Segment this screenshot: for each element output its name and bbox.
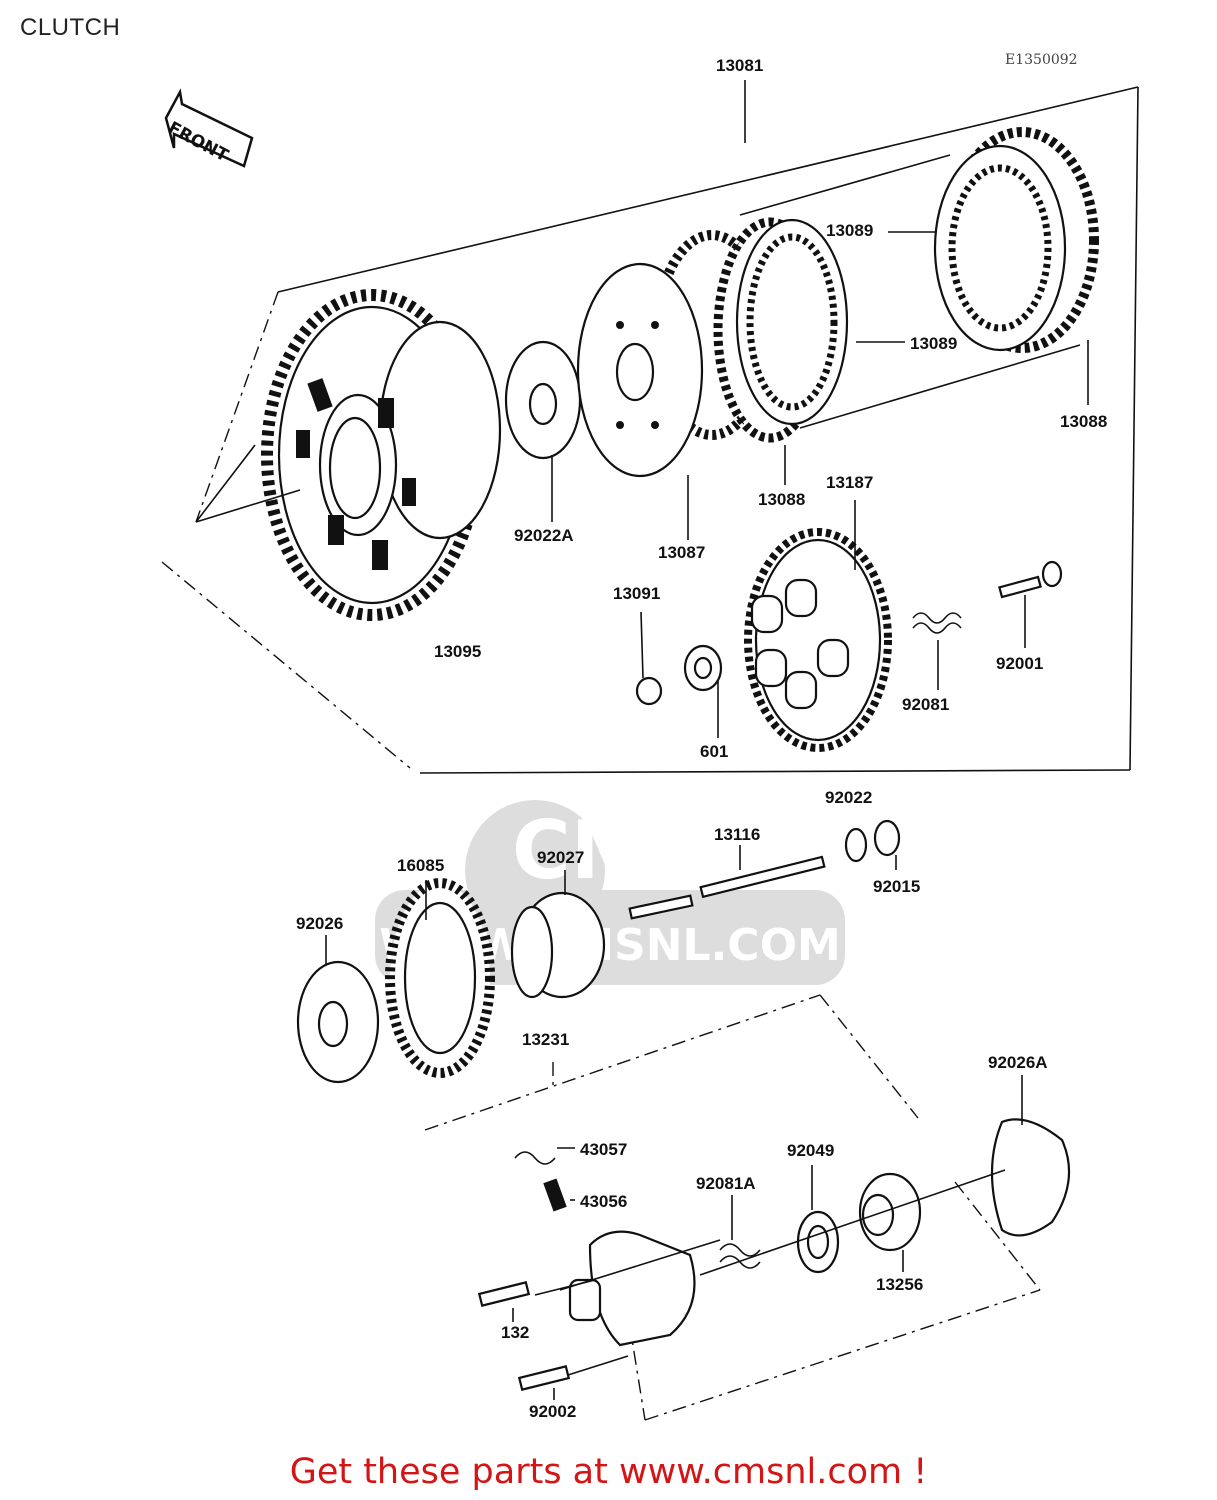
part-label-13088: 13088: [758, 490, 806, 509]
screw-43056: [543, 1178, 567, 1212]
part-label-13231: 13231: [522, 1030, 570, 1049]
part-label-13091: 13091: [613, 584, 661, 603]
part-label-13088: 13088: [1060, 412, 1108, 431]
pressure-plate-13187: [744, 500, 892, 752]
upper-assembly-frame: [161, 80, 1139, 774]
part-label-92022A: 92022A: [514, 526, 574, 545]
part-label-13187: 13187: [826, 473, 874, 492]
part-label-16085: 16085: [397, 856, 445, 875]
bolt-132: [477, 1281, 531, 1307]
part-label-92049: 92049: [787, 1141, 835, 1160]
push-rod-13116: [699, 855, 826, 899]
part-label-92002: 92002: [529, 1402, 577, 1421]
page-title: CLUTCH: [20, 14, 121, 41]
part-label-92027: 92027: [537, 848, 585, 867]
bolt-cap-13091: [635, 676, 663, 706]
cap-43057: [514, 1151, 556, 1165]
push-rod-short: [628, 894, 694, 920]
drawing-code: E1350092: [1005, 52, 1078, 68]
bolt-92001: [998, 575, 1042, 599]
clutch-housing-13095: [195, 289, 502, 621]
release-lever-13231: [588, 1230, 696, 1347]
part-label-92026: 92026: [296, 914, 344, 933]
front-arrow-icon: [164, 88, 254, 168]
part-label-601: 601: [700, 742, 729, 761]
part-label-132: 132: [501, 1323, 530, 1342]
small-parts-upper: [635, 560, 1063, 738]
part-label-13089: 13089: [826, 221, 874, 240]
bolt-92002: [517, 1365, 571, 1391]
footer-parts-link[interactable]: Get these parts at www.cmsnl.com !: [289, 1452, 928, 1492]
part-label-13081: 13081: [716, 56, 764, 75]
part-label-92022: 92022: [825, 788, 873, 807]
part-label-92081A: 92081A: [696, 1174, 756, 1193]
part-label-13256: 13256: [876, 1275, 924, 1294]
part-label-43056: 43056: [580, 1192, 628, 1211]
part-label-13095: 13095: [434, 642, 482, 661]
push-rod-assembly: [296, 819, 901, 1084]
nut-92015: [873, 819, 901, 857]
gasket-92026A: [990, 1118, 1071, 1237]
part-label-92015: 92015: [873, 877, 921, 896]
part-label-43057: 43057: [580, 1140, 628, 1159]
part-label-13089: 13089: [910, 334, 958, 353]
thrust-washer-92022A: [504, 340, 582, 522]
clutch-exploded-diagram: [161, 80, 1139, 1421]
watermark-brand: CMS: [512, 804, 708, 897]
part-label-92081: 92081: [902, 695, 950, 714]
part-label-92001: 92001: [996, 654, 1044, 673]
release-mechanism: [477, 1075, 1071, 1400]
part-label-13116: 13116: [714, 825, 761, 844]
part-label-92026A: 92026A: [988, 1053, 1048, 1072]
washer-92022: [844, 827, 868, 863]
clutch-plates-13088-13089: [713, 127, 1099, 485]
spring-92081: [912, 612, 962, 634]
part-label-13087: 13087: [658, 543, 706, 562]
